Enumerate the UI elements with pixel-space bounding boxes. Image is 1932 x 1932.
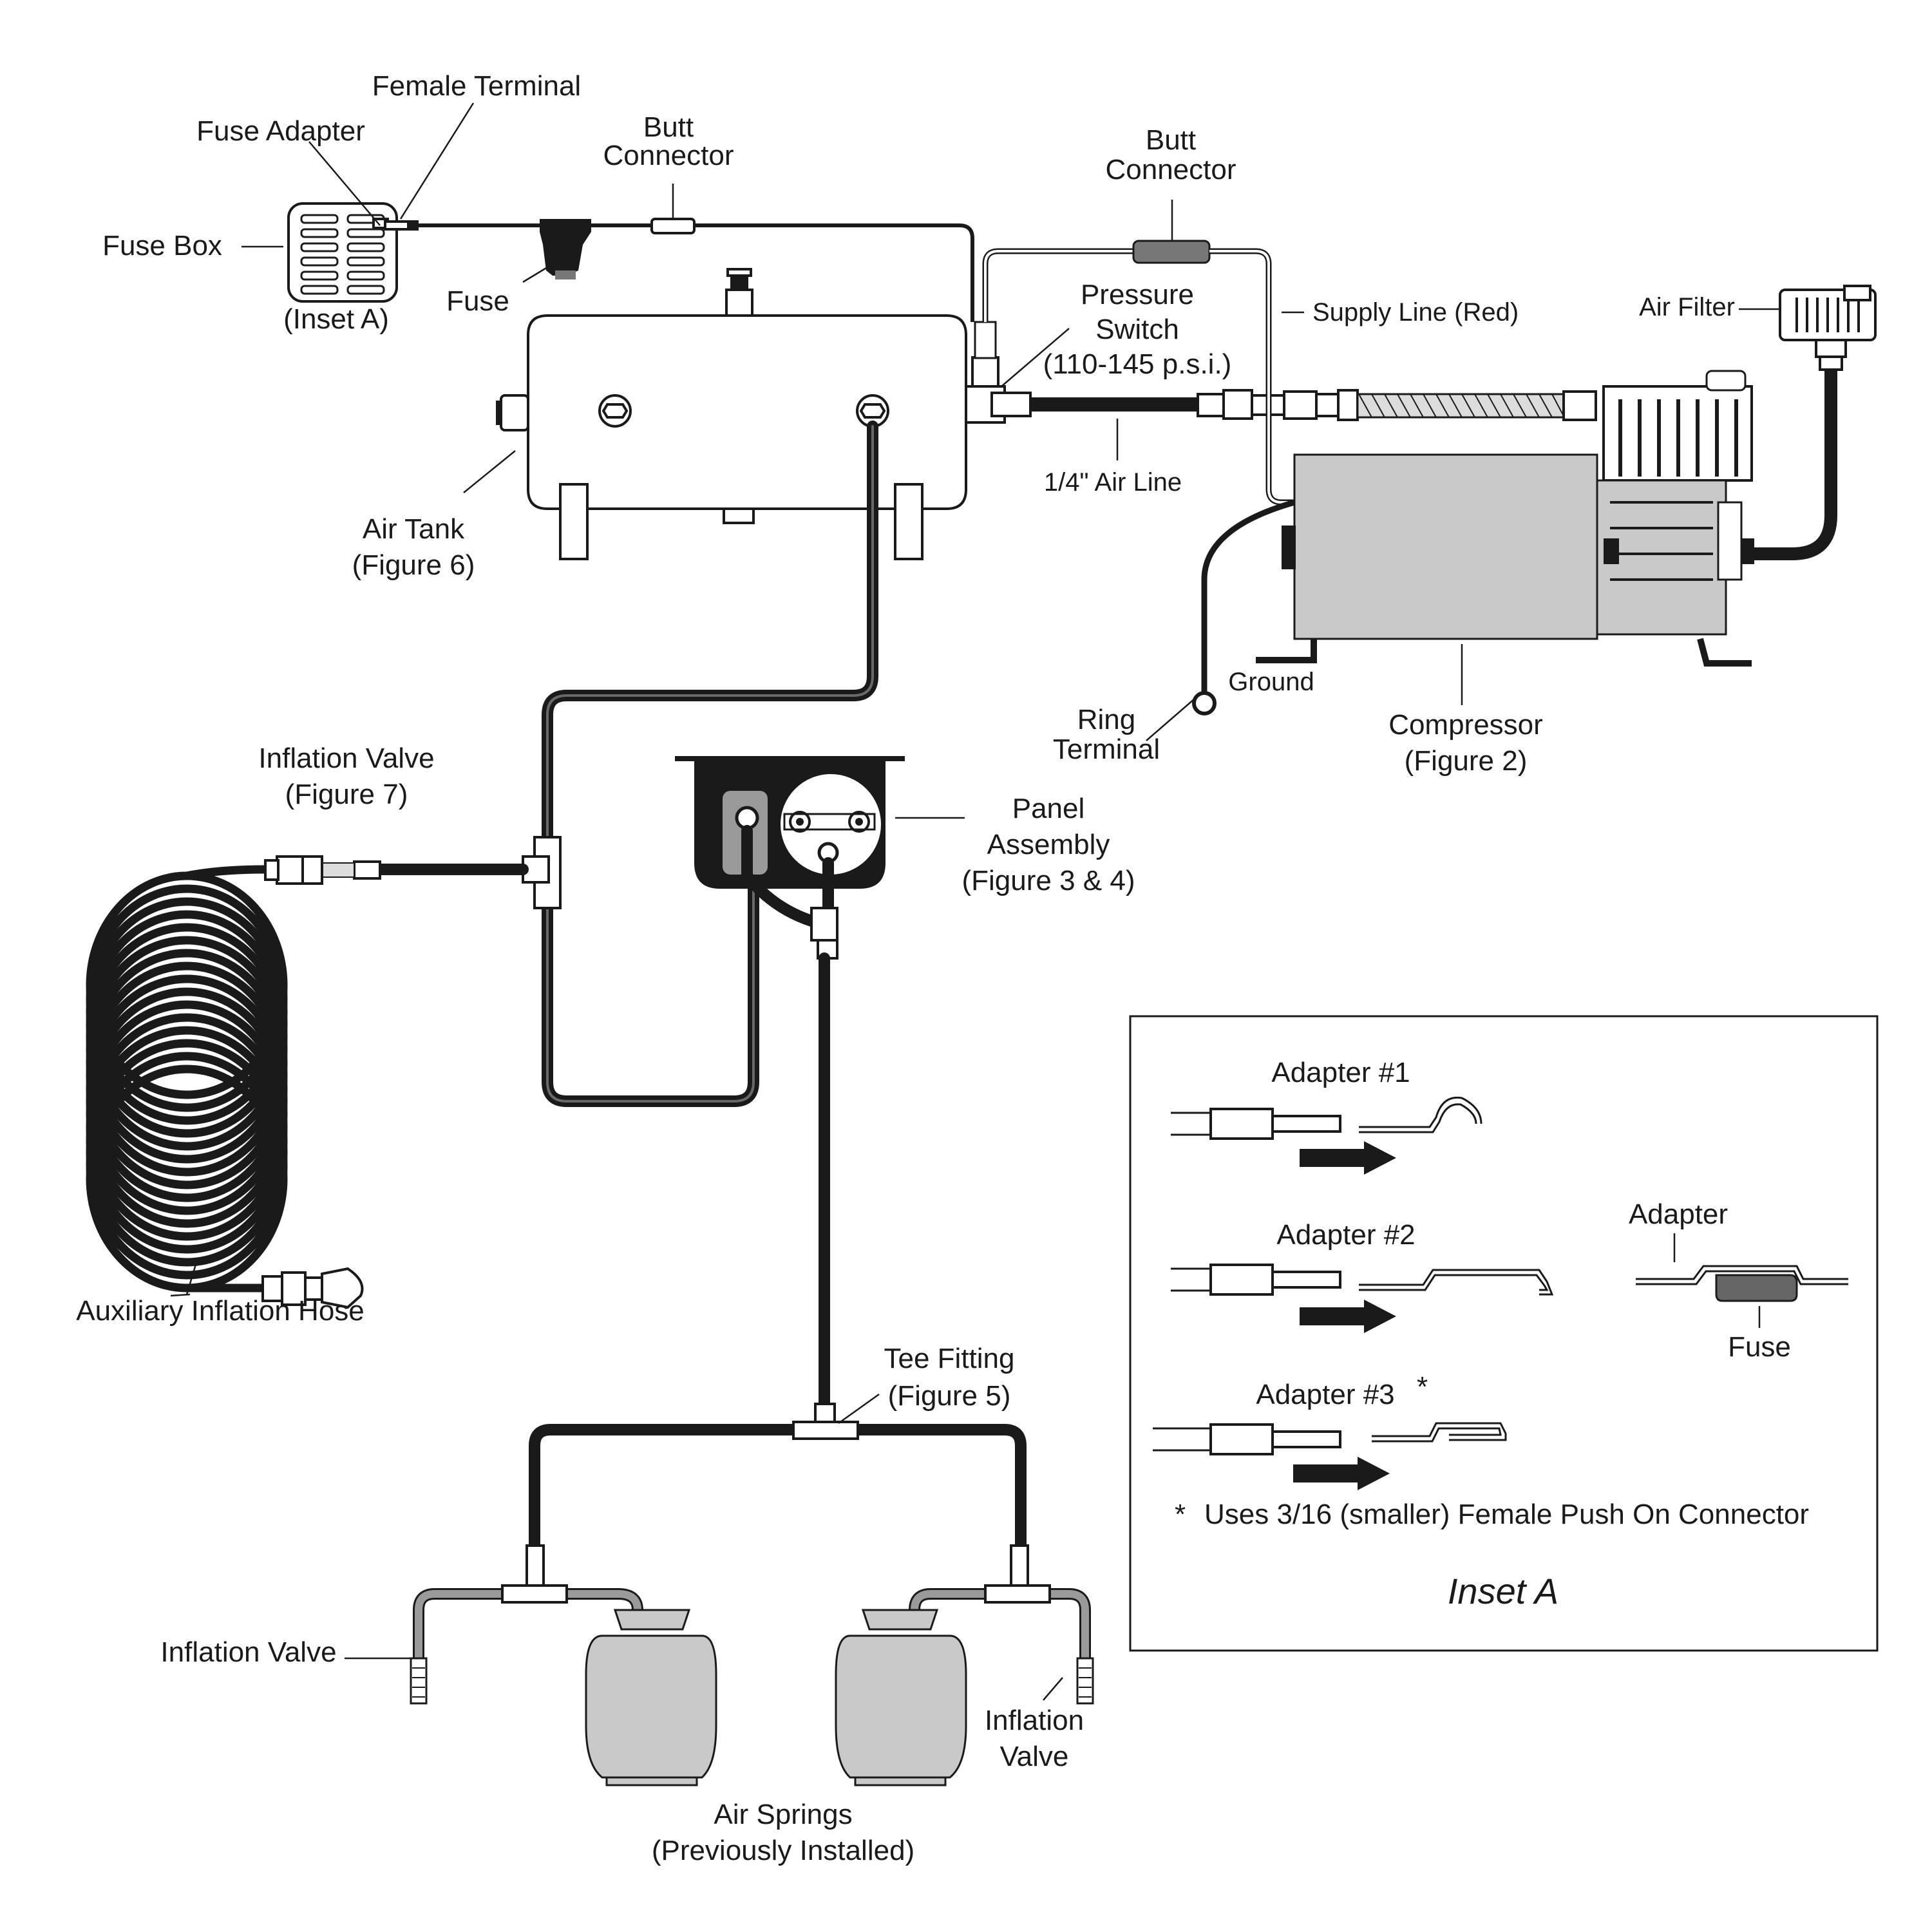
label-fuse-box: Fuse Box xyxy=(102,230,222,261)
label-air-filter: Air Filter xyxy=(1639,293,1735,321)
label-ring-terminal-2: Terminal xyxy=(1053,734,1160,765)
air-tank xyxy=(496,268,967,560)
right-spring-plumbing xyxy=(909,1544,1094,1705)
label-tee-fitting-2: (Figure 5) xyxy=(888,1380,1011,1412)
left-spring-plumbing xyxy=(410,1544,643,1705)
inset-adapter2-label: Adapter #2 xyxy=(1276,1219,1415,1251)
label-air-springs-2: (Previously Installed) xyxy=(652,1835,914,1866)
label-ring-terminal-1: Ring xyxy=(1077,704,1136,735)
label-inflation-valve-fig7-1: Inflation Valve xyxy=(258,743,434,774)
braid-pattern xyxy=(1358,393,1564,418)
butt-connector-right xyxy=(1132,240,1211,264)
adapter2-arrow xyxy=(1300,1300,1396,1333)
female-terminal xyxy=(407,220,419,231)
panel-tee xyxy=(810,907,838,960)
butt-connector-left xyxy=(650,218,696,234)
tee-fitting xyxy=(792,1403,859,1440)
inset-note-star: * xyxy=(1175,1499,1186,1530)
adapter3-arrow xyxy=(1293,1457,1390,1490)
label-butt-connector-left-1: Butt xyxy=(643,111,694,143)
label-inflation-valve-right-1: Inflation xyxy=(985,1705,1084,1736)
panel-assembly xyxy=(675,756,905,889)
compressor xyxy=(1256,370,1754,667)
inset-adapter3-label: Adapter #3 xyxy=(1256,1379,1394,1410)
inline-fuse xyxy=(540,219,591,279)
adapter2-shape xyxy=(1359,1269,1554,1296)
label-fuse: Fuse xyxy=(446,285,509,317)
power-wire xyxy=(419,223,974,322)
label-inflation-valve-fig7-2: (Figure 7) xyxy=(285,779,408,810)
label-tee-fitting-1: Tee Fitting xyxy=(884,1343,1015,1374)
label-pressure-switch-1: Pressure xyxy=(1081,279,1194,310)
adapter2-wire xyxy=(1171,1264,1341,1296)
label-panel-assembly-1: Panel xyxy=(1012,793,1085,824)
label-air-springs-1: Air Springs xyxy=(714,1799,852,1830)
label-panel-assembly-3: (Figure 3 & 4) xyxy=(962,865,1135,896)
aux-hose-chuck xyxy=(261,1267,364,1309)
label-inflation-valve-right-2: Valve xyxy=(1000,1741,1069,1772)
inset-note: Uses 3/16 (smaller) Female Push On Conne… xyxy=(1204,1499,1809,1530)
fuse-box xyxy=(287,202,398,303)
inset-fuse-body xyxy=(1715,1274,1798,1302)
label-panel-assembly-2: Assembly xyxy=(987,829,1110,860)
label-air-tank-1: Air Tank xyxy=(363,513,465,545)
label-butt-connector-right-2: Connector xyxy=(1105,154,1236,185)
inset-title: Inset A xyxy=(1448,1571,1558,1611)
label-inset-a-ref: (Inset A) xyxy=(283,303,389,335)
line-fittings xyxy=(1197,389,1359,421)
label-butt-connector-left-2: Connector xyxy=(603,140,734,171)
label-butt-connector-right-1: Butt xyxy=(1146,124,1196,156)
label-inflation-valve-left: Inflation Valve xyxy=(160,1636,336,1668)
ring-terminal xyxy=(1192,691,1217,715)
filter-hose xyxy=(1754,370,1837,560)
adapter1-shape xyxy=(1359,1096,1482,1128)
pressure-switch xyxy=(965,321,1032,424)
inflation-valve-fig7 xyxy=(264,855,381,885)
right-air-spring xyxy=(835,1609,967,1786)
braided-hose xyxy=(1356,393,1565,419)
label-ground: Ground xyxy=(1228,668,1314,696)
label-aux-hose: Auxiliary Inflation Hose xyxy=(76,1295,365,1327)
inset-adapter3-star: * xyxy=(1417,1371,1428,1403)
label-pressure-switch-3: (110-145 p.s.i.) xyxy=(1043,348,1232,380)
adapter1-wire xyxy=(1171,1108,1341,1140)
label-female-terminal: Female Terminal xyxy=(372,70,581,102)
label-air-tank-2: (Figure 6) xyxy=(352,549,475,581)
label-compressor-1: Compressor xyxy=(1388,709,1543,741)
inset-adapter-label: Adapter xyxy=(1629,1198,1728,1230)
auxiliary-inflation-hose xyxy=(86,865,288,1293)
adapter3-wire xyxy=(1153,1423,1341,1455)
label-pressure-switch-2: Switch xyxy=(1095,314,1179,345)
label-compressor-2: (Figure 2) xyxy=(1405,745,1528,777)
ground-wire xyxy=(1201,499,1296,696)
adapter1-arrow xyxy=(1300,1141,1396,1175)
inset-a: Adapter #1 Adapter #2 Adapter Fuse Adapt… xyxy=(1129,1015,1879,1652)
spring-distribution-pipe xyxy=(529,1424,1027,1551)
label-supply-line: Supply Line (Red) xyxy=(1312,298,1519,327)
inset-adapter1-label: Adapter #1 xyxy=(1271,1057,1410,1088)
adapter-fuse-wire xyxy=(1636,1265,1848,1280)
branch-tee xyxy=(522,836,562,909)
air-filter xyxy=(1779,285,1877,371)
inset-fuse-label: Fuse xyxy=(1728,1331,1791,1363)
label-fuse-adapter: Fuse Adapter xyxy=(196,115,365,147)
label-air-line: 1/4" Air Line xyxy=(1044,468,1182,497)
left-air-spring xyxy=(585,1609,717,1786)
panel-link-pipe xyxy=(741,825,817,927)
leader-lines xyxy=(170,102,1780,1701)
adapter3-shape xyxy=(1372,1422,1507,1441)
